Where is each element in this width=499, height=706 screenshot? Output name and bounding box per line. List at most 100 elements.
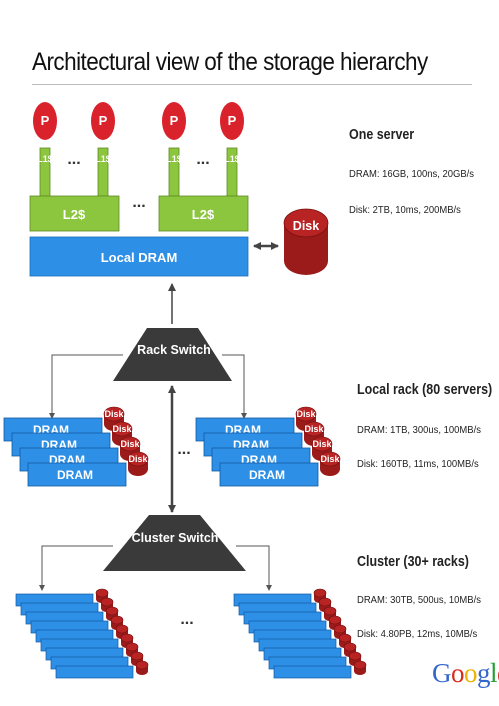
disk-label: Disk <box>312 439 332 449</box>
slide-title: Architectural view of the storage hierar… <box>32 48 428 76</box>
l1-label: L1$ <box>166 154 182 164</box>
disk-label: Disk <box>104 409 124 419</box>
processor-label: P <box>41 113 50 128</box>
server-disk: Disk <box>283 208 329 275</box>
l2-label: L2$ <box>63 207 86 222</box>
disk-bottom <box>354 667 366 675</box>
processor-ellipsis: ... <box>67 151 80 168</box>
rack-link-left <box>49 354 123 419</box>
l2-cache-2 <box>158 195 249 232</box>
processor-ellipsis: ... <box>196 151 209 168</box>
title-rule <box>32 84 472 85</box>
one-server-dram: DRAM: 16GB, 100ns, 20GB/s <box>349 168 475 180</box>
cluster-rack-group-left <box>15 588 149 679</box>
disk-top <box>127 451 149 467</box>
logo-letter: g <box>477 658 491 688</box>
disk-top <box>119 436 141 452</box>
cluster-disk: Disk: 4.80PB, 12ms, 10MB/s <box>357 628 478 640</box>
disk-bottom <box>284 247 328 275</box>
logo-letter: G <box>432 658 452 688</box>
disk-top <box>343 642 357 652</box>
disk-top <box>103 406 125 422</box>
disk-bottom <box>128 462 148 476</box>
rack-dram-block <box>219 462 319 487</box>
disk-bottom <box>136 667 148 675</box>
local-dram-label: Local DRAM <box>101 250 178 265</box>
disk-top <box>311 436 333 452</box>
cluster-switch-shape <box>103 515 246 571</box>
processor-circle <box>91 102 115 140</box>
disk-label: Disk <box>304 424 324 434</box>
disk-label: Disk <box>293 219 319 233</box>
disk-label: Disk <box>120 439 140 449</box>
rack-dram-label: DRAM <box>57 468 93 482</box>
disk-top <box>125 642 139 652</box>
l2-label: L2$ <box>192 207 215 222</box>
processor-label: P <box>170 113 179 128</box>
l2-ellipsis: ... <box>132 194 145 211</box>
disk-top <box>333 624 347 634</box>
processor-4: L1$ P <box>220 102 244 197</box>
rack-dram-block <box>27 462 127 487</box>
disk-label: Disk <box>296 409 316 419</box>
disk-top <box>95 588 109 598</box>
rack-link-right <box>222 354 247 419</box>
disk-top <box>313 588 327 598</box>
google-logo: Google <box>432 658 499 689</box>
cluster-link-left <box>39 545 113 591</box>
local-rack-disk: Disk: 160TB, 11ms, 100MB/s <box>357 458 479 470</box>
server-group: L1$ P L1$ P L1$ P L1$ P .. <box>29 102 329 277</box>
disk-top <box>105 606 119 616</box>
disk-top <box>110 615 124 625</box>
rack-switch-shape <box>113 328 232 381</box>
l1-label: L1$ <box>224 154 240 164</box>
cluster-dram: DRAM: 30TB, 500us, 10MB/s <box>357 594 481 606</box>
logo-letter: o <box>464 658 478 688</box>
rack-switch-label: Rack Switch <box>137 343 211 357</box>
disk-top <box>120 633 134 643</box>
logo-letter: l <box>490 658 498 688</box>
cluster-heading: Cluster (30+ racks) <box>357 554 469 570</box>
disk-top <box>323 606 337 616</box>
disk-label: Disk <box>112 424 132 434</box>
disk-label: Disk <box>128 454 148 464</box>
cluster-dram-block <box>273 665 352 679</box>
disk-top <box>100 597 114 607</box>
processor-3: L1$ P <box>162 102 186 197</box>
disk-top <box>130 651 144 661</box>
disk-top <box>303 421 325 437</box>
l1-label: L1$ <box>95 154 111 164</box>
local-rack-dram: DRAM: 1TB, 300us, 100MB/s <box>357 424 481 436</box>
processor-label: P <box>99 113 108 128</box>
local-rack-heading: Local rack (80 servers) <box>357 382 493 398</box>
disk-label: Disk <box>320 454 340 464</box>
processor-2: L1$ P <box>91 102 115 197</box>
processor-label: P <box>228 113 237 128</box>
disk-top <box>283 208 329 238</box>
one-server-heading: One server <box>349 127 415 143</box>
processor-circle <box>33 102 57 140</box>
disk-top <box>295 406 317 422</box>
processor-1: L1$ P <box>33 102 57 197</box>
cluster-ellipsis: ... <box>180 611 193 628</box>
cluster-dram-block <box>55 665 134 679</box>
disk-top <box>319 451 341 467</box>
logo-letter: o <box>451 658 465 688</box>
disk-top <box>115 624 129 634</box>
disk-top <box>348 651 362 661</box>
disk-top <box>318 597 332 607</box>
disk-top <box>353 660 367 670</box>
processor-circle <box>162 102 186 140</box>
disk-top <box>111 421 133 437</box>
one-server-disk: Disk: 2TB, 10ms, 200MB/s <box>349 204 461 216</box>
rack-dram-label: DRAM <box>249 468 285 482</box>
disk-bottom <box>320 462 340 476</box>
local-dram-block <box>29 236 249 277</box>
cluster-rack-group-right <box>233 588 367 679</box>
l2-cache-1 <box>29 195 120 232</box>
disk-top <box>328 615 342 625</box>
